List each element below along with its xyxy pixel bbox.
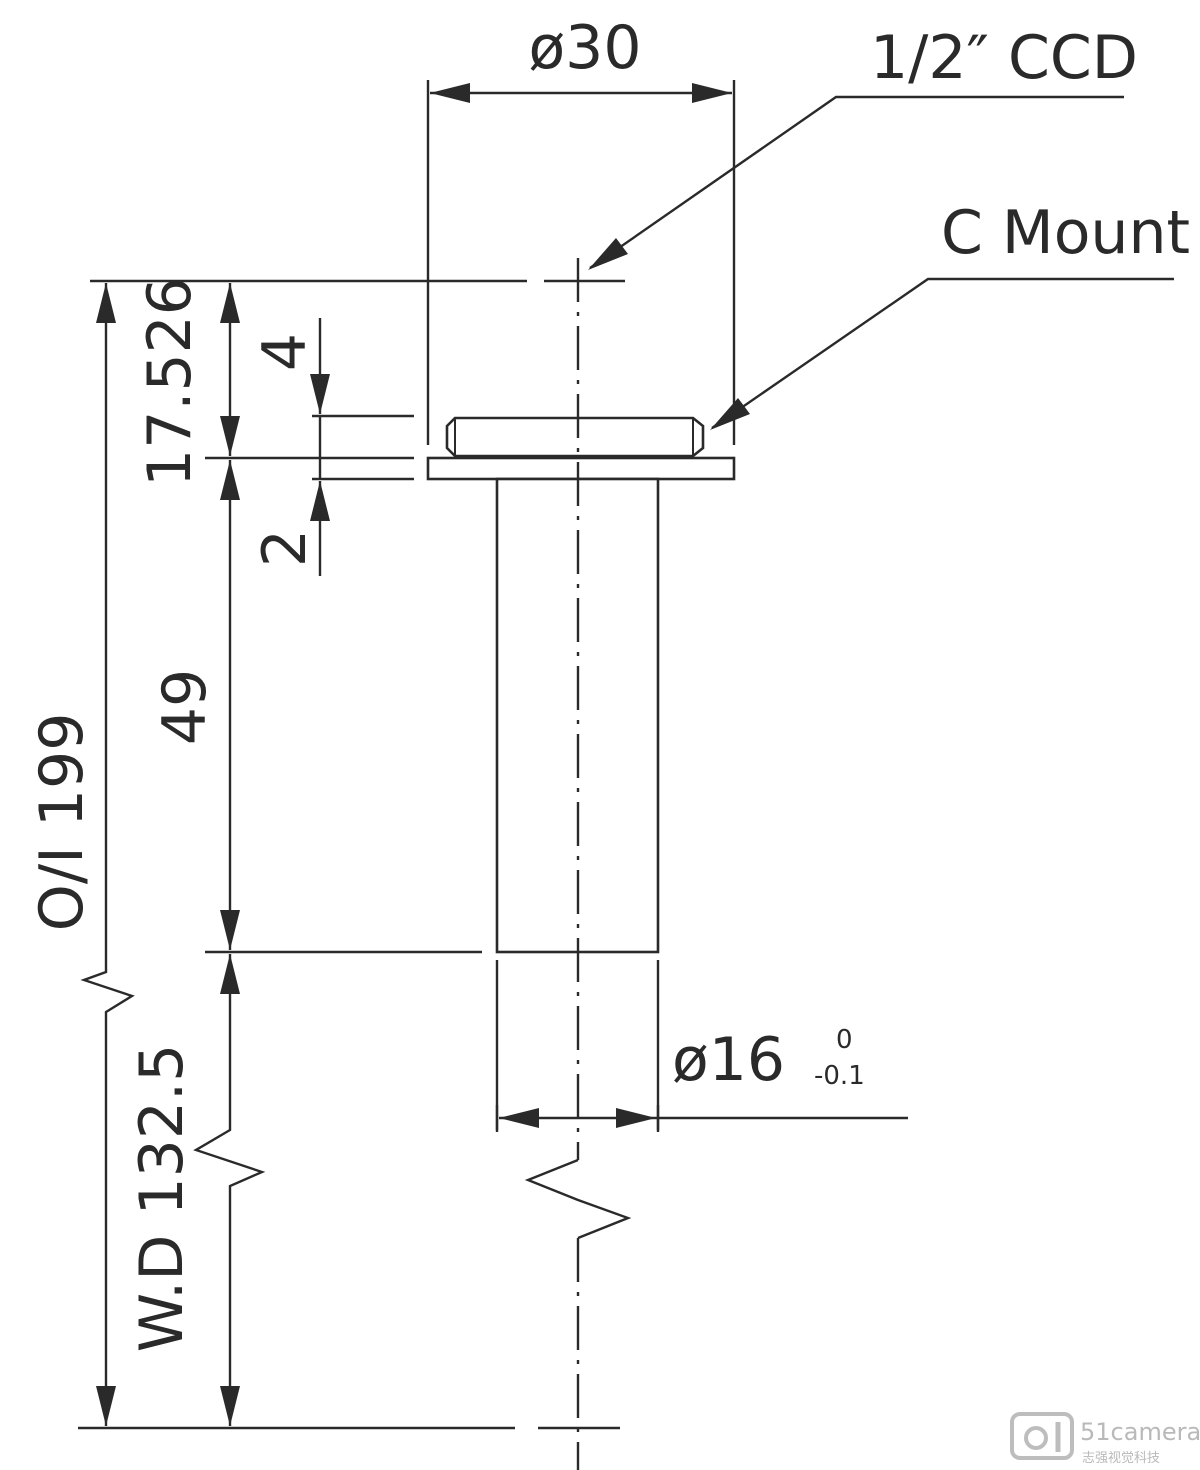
centerline bbox=[524, 258, 632, 1470]
dim-outer-diameter: ø30 bbox=[528, 13, 641, 83]
leaders bbox=[588, 95, 1174, 430]
callout-sensor: 1/2″ CCD bbox=[870, 23, 1138, 93]
dim-mount-depth: 17.526 bbox=[135, 277, 205, 487]
labels: ø30 1/2″ CCD C Mount ø16 0 -0.1 17.526 4… bbox=[27, 13, 1190, 1352]
dim-tube-diameter: ø16 bbox=[672, 1025, 785, 1095]
watermark-brand: 51camera bbox=[1080, 1418, 1200, 1446]
dim-tube-tol-lower: -0.1 bbox=[814, 1061, 865, 1091]
watermark: 51camera 志强视觉科技 bbox=[1010, 1412, 1200, 1466]
dim-working-distance: W.D 132.5 bbox=[127, 1044, 197, 1353]
flange bbox=[426, 456, 736, 481]
dim-tube-tol-upper: 0 bbox=[836, 1025, 853, 1055]
dim-flange-thickness: 2 bbox=[250, 529, 320, 567]
dim-object-image-distance: O/I 199 bbox=[27, 713, 97, 932]
dim-body-length: 49 bbox=[150, 669, 220, 745]
lens-body bbox=[426, 416, 736, 1130]
dim-thread-length: 4 bbox=[250, 333, 320, 371]
watermark-subtitle: 志强视觉科技 bbox=[1082, 1451, 1160, 1466]
dimension-lines bbox=[80, 83, 908, 1426]
callout-mount: C Mount bbox=[941, 198, 1190, 268]
c-mount-thread bbox=[445, 416, 705, 458]
51-logo-icon bbox=[1010, 1412, 1074, 1460]
extension-lines bbox=[78, 80, 736, 1430]
